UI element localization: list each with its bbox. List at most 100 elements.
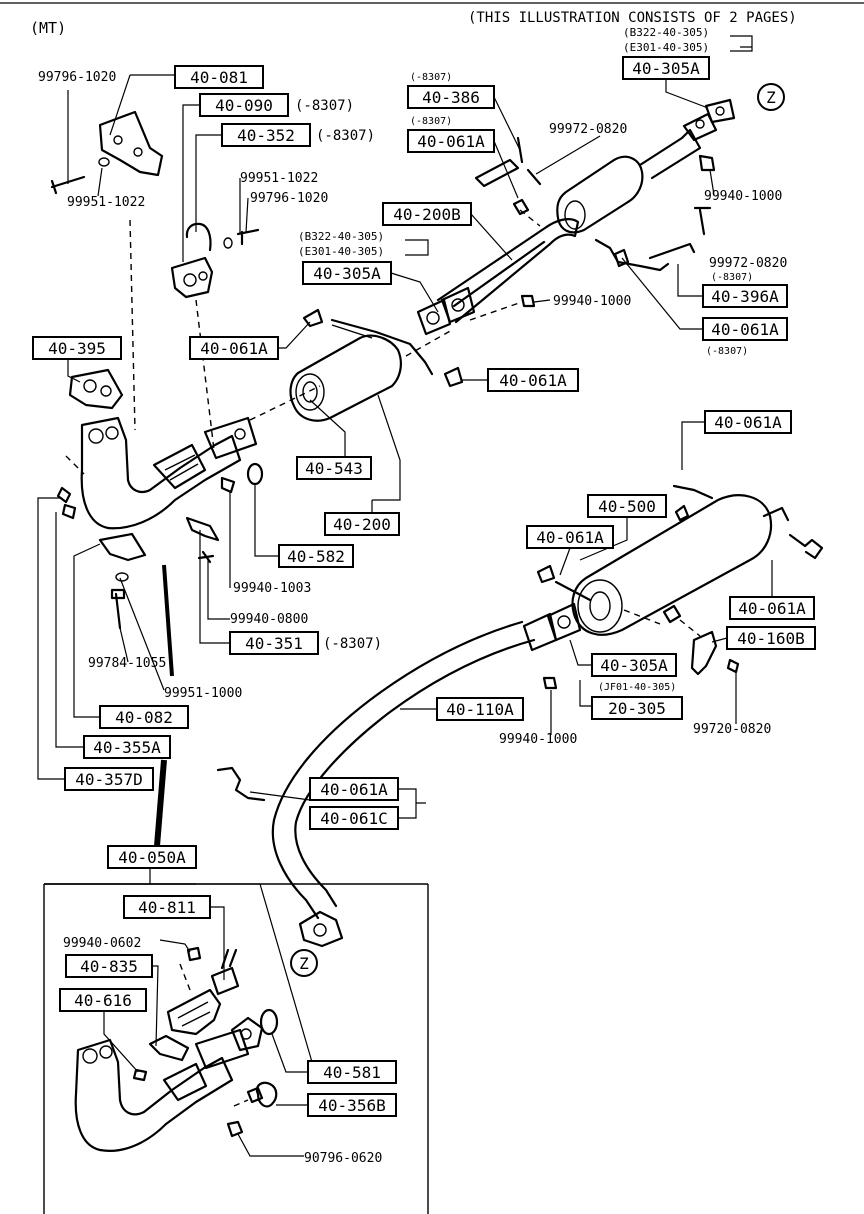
callout-box (702, 284, 788, 308)
callout-box (307, 1060, 397, 1084)
part-callout-c34: 40-616 (59, 988, 147, 1012)
part-label-t10: (B322-40-305) (623, 26, 709, 39)
callout-part-number: 40-811 (138, 898, 196, 917)
ref-marker-z-top-label: Z (766, 88, 776, 107)
sensor-cable-icon (216, 766, 266, 802)
catalytic-converter-icon (289, 334, 402, 422)
callout-part-number: 40-200 (333, 515, 391, 534)
part-callout-c17: 40-200 (324, 512, 400, 536)
parts-artwork: Z Z (50, 83, 824, 1152)
part-callout-c7: 40-200B (382, 202, 472, 226)
part-label-t16: (E301-40-305) (298, 245, 384, 258)
part-label-t5: 99796-1020 (250, 191, 328, 206)
callout-box (382, 202, 472, 226)
callout-box (526, 525, 614, 549)
part-callout-c33: 40-835 (65, 954, 153, 978)
callout-box (107, 845, 197, 869)
callout-part-number: 40-352 (237, 126, 295, 145)
part-callout-c14: 40-061A (704, 410, 792, 434)
part-callout-c18: 40-061A (526, 525, 614, 549)
ref-marker-z-top (757, 83, 785, 111)
callout-layer: 40-081 40-090 40-352 40-386 40-061A 40-305A 40… (32, 56, 816, 1117)
hanger-clamp-icon (185, 222, 212, 252)
ref-markers: Z Z (290, 83, 785, 977)
callout-part-number: 40-386 (422, 88, 480, 107)
part-label-t11: (E301-40-305) (623, 41, 709, 54)
part-callout-c11: 40-395 (32, 336, 122, 360)
callout-part-number: 40-357D (75, 770, 142, 789)
part-callout-c6: 40-305A (622, 56, 710, 80)
part-callout-c19: 40-582 (278, 544, 354, 568)
callout-part-number: 40-305A (632, 59, 700, 78)
part-callout-c1: 40-081 (174, 65, 264, 89)
bolt-icon (110, 588, 126, 630)
harness-line-icon (162, 564, 174, 677)
callout-box (309, 806, 399, 830)
part-label-t4: 99951-1022 (240, 171, 318, 186)
part-callout-c22: 40-351 (229, 631, 319, 655)
callout-box (99, 705, 189, 729)
part-callout-c32: 40-811 (123, 895, 211, 919)
part-callout-c13: 40-061A (487, 368, 579, 392)
bolt-icon (132, 1068, 148, 1082)
front-pipe-icon (80, 416, 242, 530)
callout-box (65, 954, 153, 978)
part-label-t27: 99940-0602 (63, 936, 141, 951)
callout-part-number: 40-200B (393, 205, 460, 224)
callout-part-number: 40-061A (320, 780, 388, 799)
nut-icon (698, 154, 716, 172)
callout-box (407, 85, 495, 109)
callout-part-number: 40-061C (320, 809, 387, 828)
callout-part-number: 40-081 (190, 68, 248, 87)
callout-box (487, 368, 579, 392)
part-label-t24: (JF01-40-305) (598, 682, 676, 693)
sensor-icon (210, 966, 240, 996)
callout-part-number: 40-582 (287, 547, 345, 566)
part-label-t13: 99972-0820 (709, 256, 787, 271)
callout-part-number: 40-305A (313, 264, 381, 283)
part-label-t15: (B322-40-305) (298, 230, 384, 243)
ref-marker-z-bottom (290, 949, 318, 977)
callout-part-number: 40-061A (499, 371, 567, 390)
part-callout-c36: 40-356B (307, 1093, 397, 1117)
part-callout-c4: 40-386 (407, 85, 495, 109)
part-label-t19: 99940-1003 (233, 581, 311, 596)
callout-part-number: 40-061A (417, 132, 485, 151)
part-label-t21: (-8307) (323, 636, 382, 652)
callout-part-number: 20-305 (608, 699, 666, 718)
callout-part-number: 40-305A (600, 656, 668, 675)
callout-part-number: 40-160B (737, 629, 804, 648)
label-layer: 99796-1020(-8307)(-8307)99951-102299796-… (38, 26, 787, 1166)
callout-box (221, 123, 311, 147)
callout-part-number: 40-395 (48, 339, 106, 358)
part-label-t1: 99796-1020 (38, 70, 116, 85)
callout-box (587, 494, 667, 518)
callout-box (436, 697, 524, 721)
callout-box (302, 261, 392, 285)
transmission-label: (MT) (30, 19, 66, 37)
callout-box (324, 512, 400, 536)
callout-part-number: 40-543 (305, 459, 363, 478)
gasket-icon (522, 612, 558, 652)
bracket-icon (185, 516, 220, 542)
part-label-t9: 99972-0820 (549, 122, 627, 137)
bracket-icon (690, 630, 718, 676)
callout-part-number: 40-061A (711, 320, 779, 339)
callout-part-number: 40-061A (738, 599, 806, 618)
callout-part-number: 40-581 (323, 1063, 381, 1082)
callout-box (591, 696, 683, 720)
callout-box (189, 336, 279, 360)
callout-box (591, 653, 677, 677)
part-label-t26: 99940-1000 (499, 732, 577, 747)
part-callout-c35: 40-581 (307, 1060, 397, 1084)
callout-box (64, 767, 154, 791)
callout-box (229, 631, 319, 655)
callout-part-number: 40-110A (446, 700, 514, 719)
callout-part-number: 40-356B (318, 1096, 385, 1115)
part-callout-c23: 40-305A (591, 653, 677, 677)
callout-part-number: 40-835 (80, 957, 138, 976)
pages-note: (THIS ILLUSTRATION CONSISTS OF 2 PAGES) (468, 10, 797, 26)
callout-part-number: 40-090 (215, 96, 273, 115)
callout-box (59, 988, 147, 1012)
intermediate-pipe-icon (271, 620, 536, 920)
